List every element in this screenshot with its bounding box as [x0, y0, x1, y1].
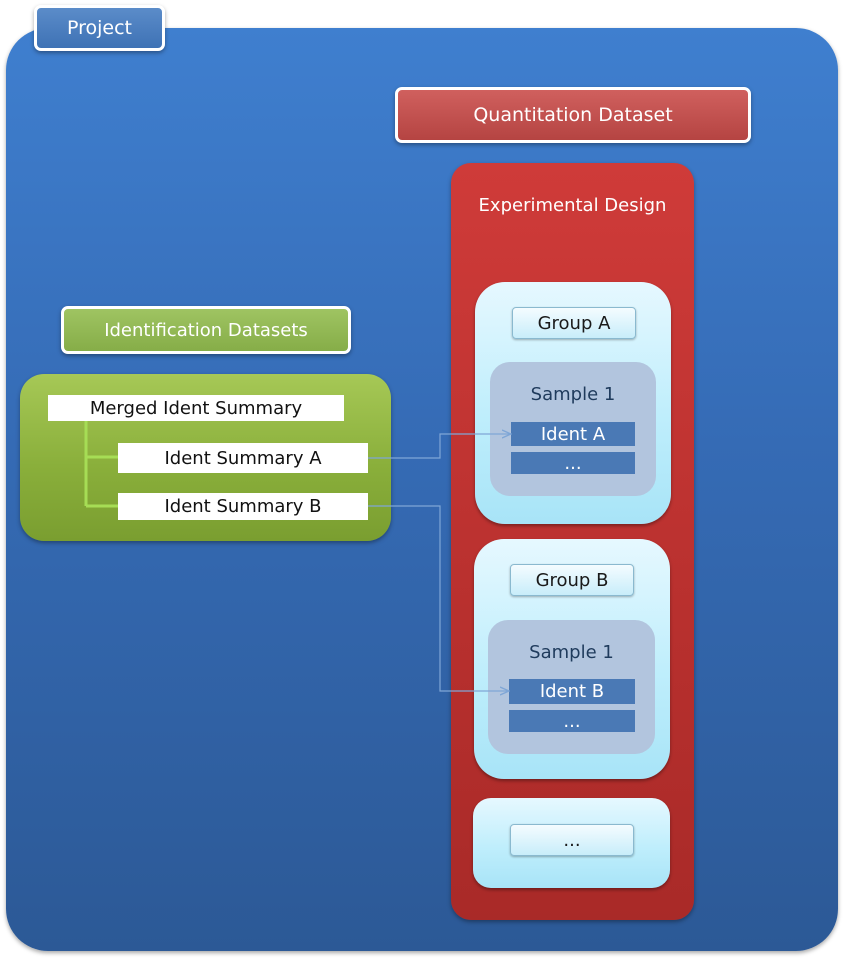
group-b-label: Group B — [510, 564, 634, 596]
group-a-sample-label: Sample 1 — [530, 383, 616, 405]
identification-datasets-label: Identification Datasets — [61, 306, 351, 354]
more-groups-label: ... — [510, 824, 634, 856]
group-a-ident-chip: Ident A — [511, 422, 635, 446]
experimental-design-title: Experimental Design — [478, 194, 667, 216]
ident-summary-b: Ident Summary B — [118, 493, 368, 520]
group-a-label: Group A — [512, 307, 636, 339]
group-b-more-chip: ... — [509, 710, 635, 732]
ident-summary-a: Ident Summary A — [118, 443, 368, 473]
quantitation-dataset-label: Quantitation Dataset — [395, 87, 751, 143]
group-a-more-chip: ... — [511, 452, 635, 474]
project-label: Project — [34, 5, 165, 51]
merged-ident-summary: Merged Ident Summary — [48, 395, 344, 421]
group-b-sample-label: Sample 1 — [529, 641, 614, 663]
group-b-ident-chip: Ident B — [509, 679, 635, 704]
